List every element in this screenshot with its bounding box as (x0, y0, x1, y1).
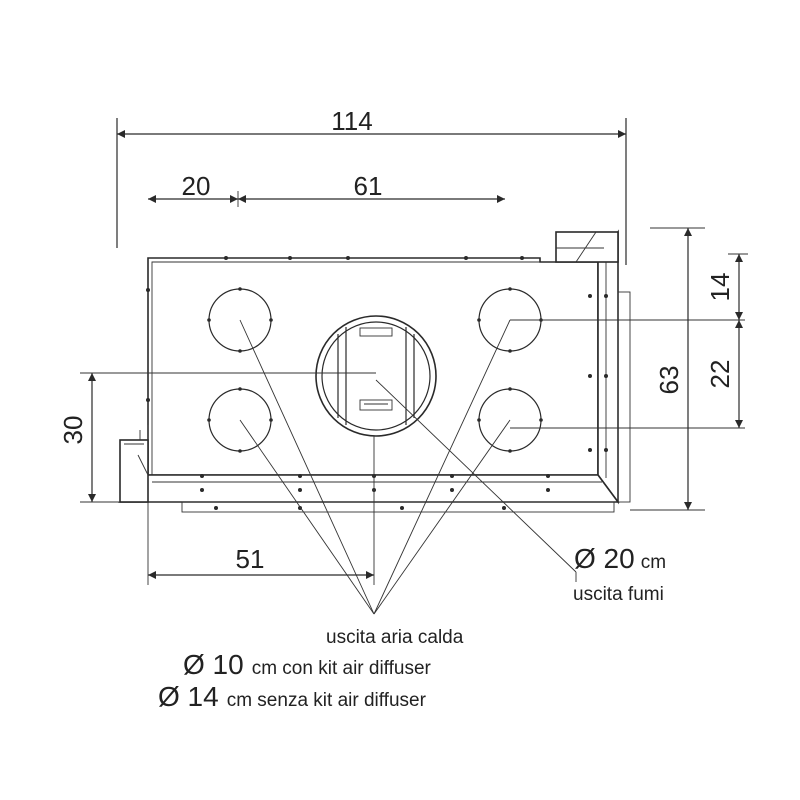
leader-lines (239, 319, 577, 615)
dim-114-label: 114 (331, 106, 372, 136)
bottom-rail (181, 501, 615, 513)
hot-air-outlet-top-left (207, 287, 273, 353)
body-inner-line (151, 261, 540, 475)
dim-22-label: 22 (705, 360, 735, 389)
hot-air-outlet-bottom-left (207, 387, 273, 453)
dimension-right: 14 22 63 (510, 227, 748, 511)
right-frame (597, 229, 619, 505)
top-right-bracket (555, 231, 619, 263)
hot-air-outlet-bottom-right (477, 387, 543, 453)
right-side-plate (617, 291, 631, 503)
screw-dots (146, 256, 608, 510)
dimension-overall-width: 114 (116, 106, 627, 265)
dimension-left: 30 (58, 372, 376, 503)
bottom-frame (118, 474, 620, 503)
flue-outlet-label: uscita fumi (573, 584, 664, 605)
dim-63-label: 63 (654, 366, 684, 395)
hot-air-label: uscita aria calda (326, 627, 464, 648)
dim-61-label: 61 (354, 171, 383, 201)
dim-30-label: 30 (58, 416, 88, 445)
dimension-top-segments: 20 61 (148, 171, 505, 207)
dimension-bottom: 51 (147, 436, 375, 585)
flue-outlet (315, 315, 437, 437)
dim-20-label: 20 (182, 171, 211, 201)
dim-14-label: 14 (705, 273, 735, 302)
dim-51-label: 51 (236, 544, 265, 574)
left-bracket (119, 439, 149, 503)
